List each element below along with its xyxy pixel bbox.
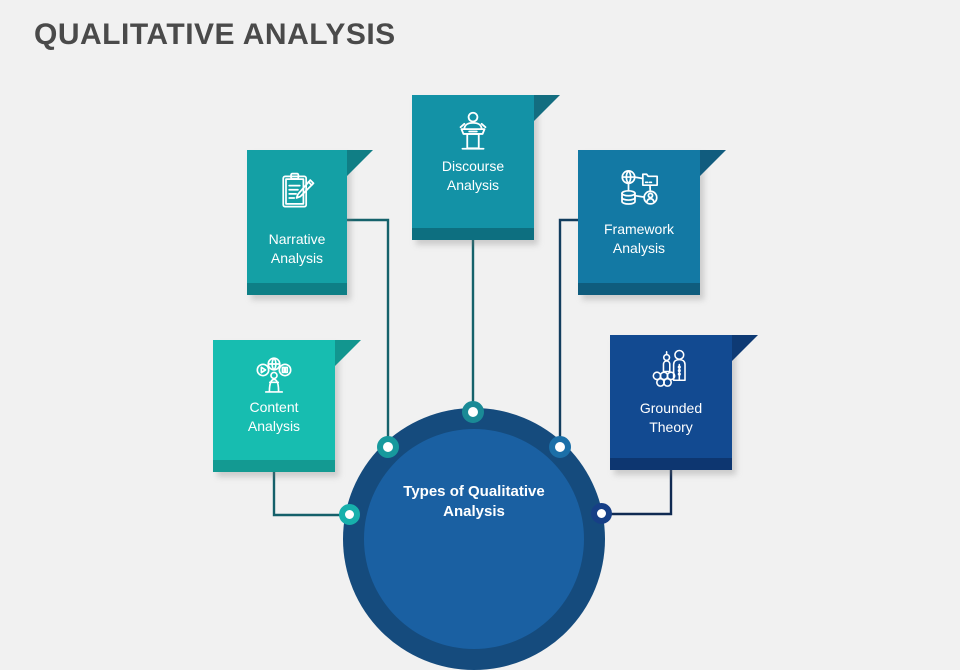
card-body: Discourse Analysis	[412, 95, 534, 240]
card-label-line2: Analysis	[247, 249, 347, 268]
card-discourse-analysis[interactable]: Discourse Analysis	[412, 95, 534, 240]
connector-dot-discourse[interactable]	[462, 401, 484, 423]
hub-label-line1: Types of Qualitative	[364, 482, 584, 502]
card-label: Framework Analysis	[578, 220, 700, 258]
podium-speaker-icon	[412, 109, 534, 155]
network-data-icon	[578, 168, 700, 210]
connector-grounded	[602, 470, 671, 514]
connector-dot-content[interactable]	[339, 504, 360, 525]
card-label: Discourse Analysis	[412, 157, 534, 195]
connector-dot-grounded[interactable]	[591, 503, 612, 524]
hub-label: Types of Qualitative Analysis	[364, 482, 584, 522]
card-bottom-strip	[247, 283, 347, 295]
card-label: Narrative Analysis	[247, 230, 347, 268]
connector-content	[274, 472, 350, 515]
card-label-line1: Discourse	[412, 157, 534, 176]
hub-label-line2: Analysis	[364, 502, 584, 522]
folded-corner-tab	[732, 335, 758, 361]
connector-dot-narrative[interactable]	[377, 436, 399, 458]
card-content-analysis[interactable]: Content Analysis	[213, 340, 335, 472]
page-title: QUALITATIVE ANALYSIS	[34, 18, 396, 52]
card-bottom-strip	[213, 460, 335, 472]
card-bottom-strip	[412, 228, 534, 240]
folded-corner-tab	[347, 150, 373, 176]
card-label: Content Analysis	[213, 398, 335, 436]
folded-corner-tab	[534, 95, 560, 121]
card-label-line2: Analysis	[213, 417, 335, 436]
connector-dot-framework[interactable]	[549, 436, 571, 458]
card-body: Narrative Analysis	[247, 150, 347, 295]
card-label-line1: Framework	[578, 220, 700, 239]
card-bottom-strip	[578, 283, 700, 295]
clipboard-pencil-icon	[247, 170, 347, 214]
card-body: Content Analysis	[213, 340, 335, 472]
hub-inner-circle	[364, 429, 584, 649]
card-label-line2: Analysis	[412, 176, 534, 195]
card-framework-analysis[interactable]: Framework Analysis	[578, 150, 700, 295]
card-label-line1: Content	[213, 398, 335, 417]
card-label-line1: Grounded	[610, 399, 732, 418]
card-narrative-analysis[interactable]: Narrative Analysis	[247, 150, 347, 295]
people-group-icon	[610, 347, 732, 389]
card-label-line2: Theory	[610, 418, 732, 437]
card-label: Grounded Theory	[610, 399, 732, 437]
folded-corner-tab	[700, 150, 726, 176]
card-bottom-strip	[610, 458, 732, 470]
folded-corner-tab	[335, 340, 361, 366]
media-content-icon	[213, 354, 335, 396]
card-body: Framework Analysis	[578, 150, 700, 295]
card-label-line2: Analysis	[578, 239, 700, 258]
card-grounded-theory[interactable]: Grounded Theory	[610, 335, 732, 470]
infographic-canvas: QUALITATIVE ANALYSIS Types of Qualitativ…	[0, 0, 960, 540]
card-label-line1: Narrative	[247, 230, 347, 249]
card-body: Grounded Theory	[610, 335, 732, 470]
